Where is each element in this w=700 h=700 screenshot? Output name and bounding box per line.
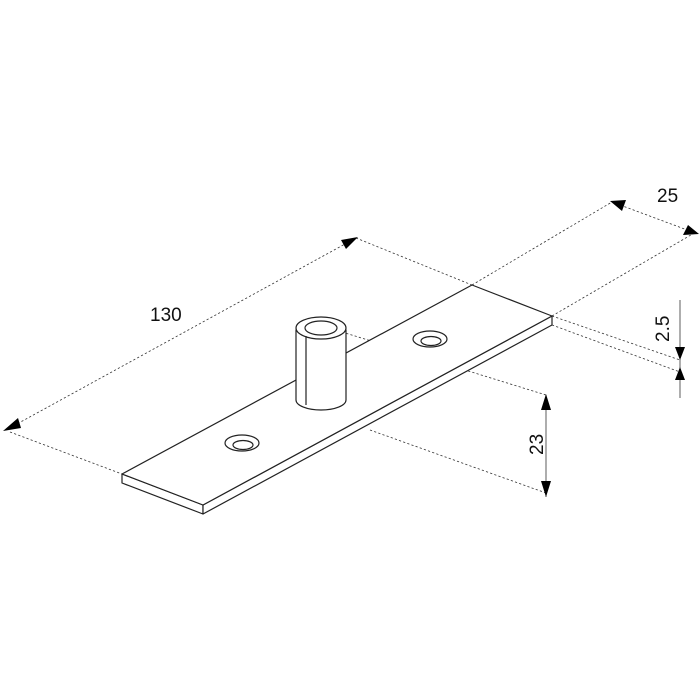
width-label: 25: [657, 186, 678, 207]
width-dimension-line: [611, 201, 699, 235]
width-arrow-right: [683, 225, 699, 235]
pin-height-arrow-bottom: [541, 481, 551, 497]
dimension-arrows: [3, 200, 699, 497]
pin-top-chamfer: [304, 320, 338, 336]
width-arrow-left: [610, 200, 626, 211]
length-arrow-right: [341, 237, 358, 249]
pin-height-extension-bottom: [369, 429, 547, 494]
thickness-label: 2.5: [653, 316, 674, 342]
length-label: 130: [150, 305, 182, 326]
length-dimension-line: [5, 237, 357, 431]
thickness-arrow-top: [675, 347, 685, 360]
thickness-extension-bottom: [551, 324, 681, 373]
pin-top: [295, 316, 347, 340]
width-extension-front: [551, 231, 697, 317]
pin-body: [295, 329, 347, 411]
length-extension-left: [9, 431, 123, 475]
thickness-arrow-bottom: [675, 367, 685, 380]
mounting-hole-front: [224, 434, 260, 452]
length-arrow-left: [3, 418, 21, 431]
pivot-pin: [295, 316, 347, 411]
length-extension-right: [355, 237, 473, 286]
pin-height-label: 23: [527, 434, 548, 455]
dimension-lines: [5, 201, 699, 494]
thickness-extension-top: [551, 315, 681, 361]
width-extension-back: [471, 201, 613, 286]
pin-height-arrow-top: [541, 394, 551, 410]
mounting-hole-back: [412, 330, 448, 348]
